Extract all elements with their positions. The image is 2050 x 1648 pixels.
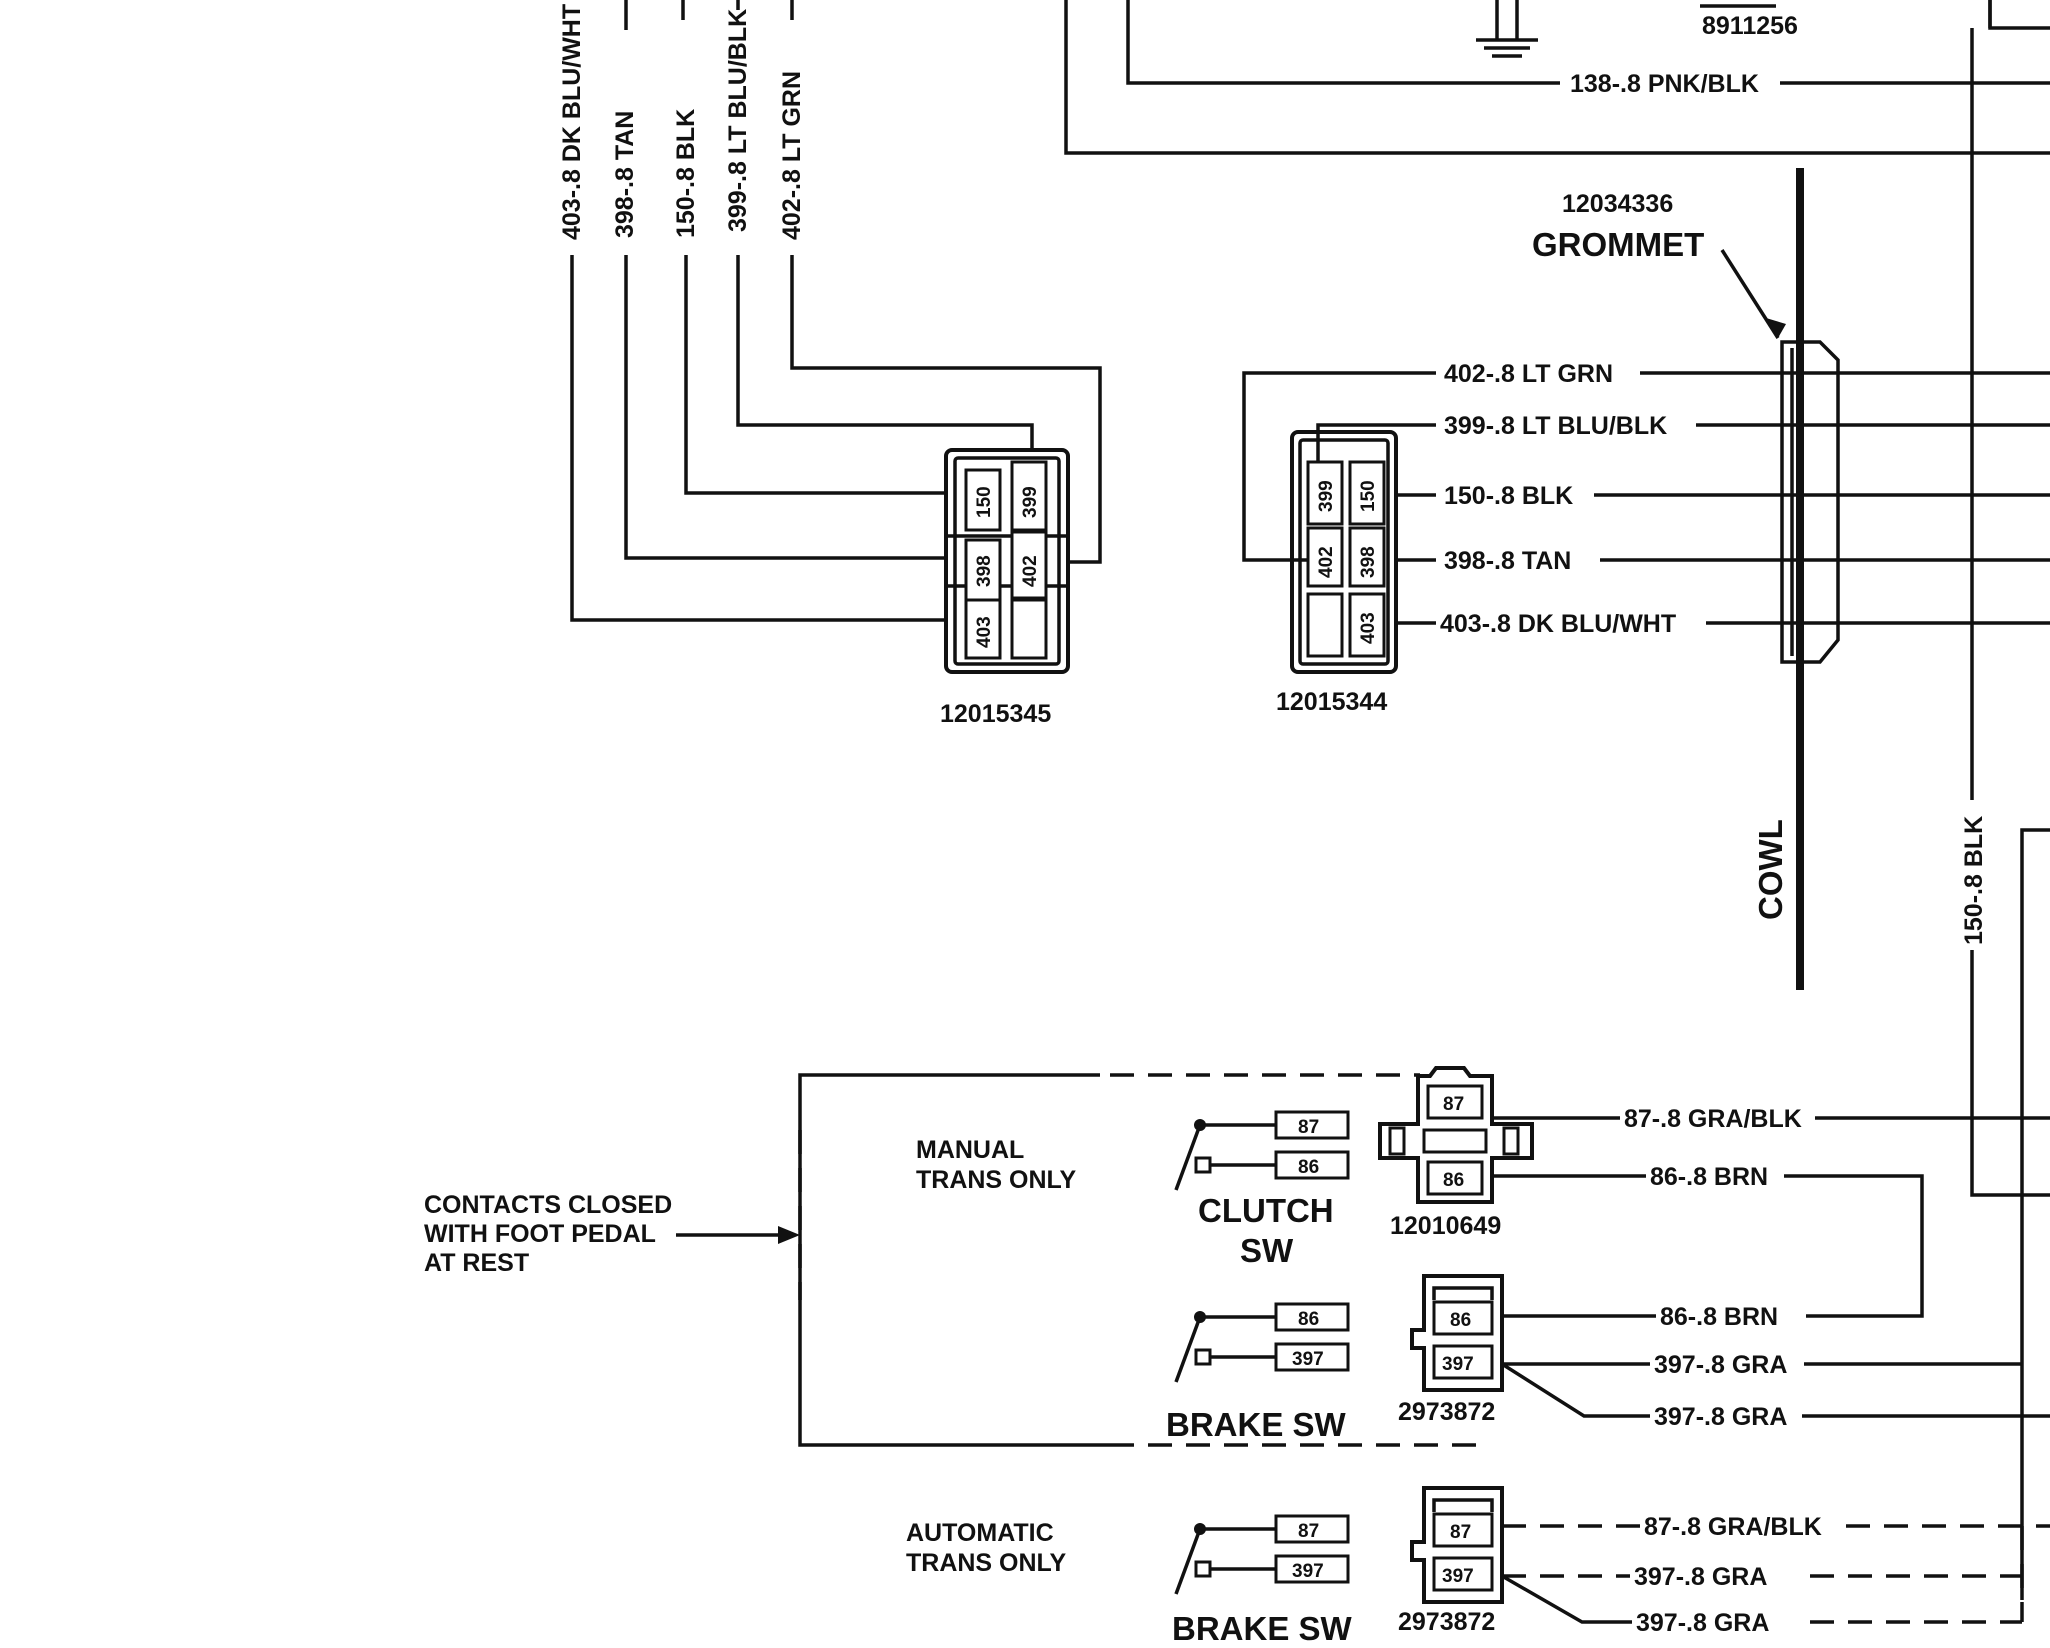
automatic-trans-label-line2: TRANS ONLY: [906, 1549, 1067, 1577]
brake-switch-manual: 86 397: [1174, 1302, 1350, 1383]
manual-trans-label-line2: TRANS ONLY: [916, 1166, 1077, 1194]
contacts-label-line3: AT REST: [424, 1249, 529, 1277]
wire-label-403: 403-.8 DK BLU/WHT: [1440, 610, 1676, 638]
contacts-label-line1: CONTACTS CLOSED: [424, 1191, 672, 1219]
pin-label: 150: [1358, 480, 1379, 512]
pin-label: 397: [1292, 1349, 1324, 1370]
pin-label: 86: [1443, 1170, 1464, 1191]
wire-label-150-vertical: 150-.8 BLK: [672, 109, 700, 238]
arrow-icon: [1766, 318, 1786, 338]
pin-label: 87: [1450, 1522, 1471, 1543]
wire-label-397-brake-a: 397-.8 GRA: [1654, 1351, 1787, 1379]
wire-label-402: 402-.8 LT GRN: [1444, 360, 1613, 388]
right-vertical-wire: [1970, 28, 2050, 1600]
switch-enclosure: [798, 1073, 1490, 1447]
pin-label: 399: [1316, 480, 1337, 512]
top-vertical-wire-labels: 403-.8 DK BLU/WHT 398-.8 TAN 150-.8 BLK …: [558, 4, 806, 240]
pin-label: 87: [1298, 1521, 1319, 1542]
pin-label: 403: [1358, 612, 1379, 644]
cowl-label: COWL: [1752, 819, 1789, 920]
automatic-trans-label-line1: AUTOMATIC: [906, 1519, 1054, 1547]
connector-12010649: 87 86: [1378, 1066, 1534, 1204]
right-connector-wires: [1242, 371, 2050, 625]
pin-label: 398: [1358, 546, 1379, 578]
top-wire-stubs: [624, 0, 794, 30]
wire-label-397-auto-b: 397-.8 GRA: [1636, 1609, 1769, 1637]
wire-label-87-auto: 87-.8 GRA/BLK: [1644, 1513, 1822, 1541]
connector-2973872-manual: 86 397: [1410, 1274, 1504, 1392]
connector-2973872-auto: 87 397: [1410, 1486, 1504, 1604]
connector-12015345: 150 399 398 402 403: [944, 448, 1070, 674]
wire-label-150: 150-.8 BLK: [1444, 482, 1573, 510]
brake-sw-auto-label: BRAKE SW: [1172, 1610, 1353, 1647]
wire-label-86-clutch: 86-.8 BRN: [1650, 1163, 1768, 1191]
pin-label: 399: [1020, 486, 1041, 518]
wire-label-398-vertical: 398-.8 TAN: [611, 111, 639, 238]
wire-label-403-vertical: 403-.8 DK BLU/WHT: [558, 4, 586, 240]
wire-label-397-brake-b: 397-.8 GRA: [1654, 1403, 1787, 1431]
clutch-sw-label-line1: CLUTCH: [1198, 1192, 1334, 1229]
part-number-2973872-manual: 2973872: [1398, 1398, 1495, 1426]
pin-label: 398: [974, 555, 995, 587]
pin-label: 397: [1292, 1561, 1324, 1582]
part-number-12015344: 12015344: [1276, 688, 1387, 716]
wire-label-402-vertical: 402-.8 LT GRN: [778, 71, 806, 240]
pin-label: 403: [974, 616, 995, 648]
wire-label-86-brake: 86-.8 BRN: [1660, 1303, 1778, 1331]
pin-label: 397: [1442, 1566, 1474, 1587]
top-right-wires: [1064, 0, 2050, 155]
pin-label: 150: [974, 486, 995, 518]
left-connector-wires: [570, 255, 1102, 622]
pin-label: 397: [1442, 1354, 1474, 1375]
ground-symbol-icon: [1476, 0, 1538, 58]
wire-label-138: 138-.8 PNK/BLK: [1570, 70, 1759, 98]
clutch-switch: 87 86: [1174, 1110, 1350, 1191]
contacts-label-line2: WITH FOOT PEDAL: [424, 1220, 656, 1248]
part-number-12010649: 12010649: [1390, 1212, 1501, 1240]
pin-label: 402: [1316, 546, 1337, 578]
pin-label: 87: [1298, 1117, 1319, 1138]
part-number-8911256: 8911256: [1702, 12, 1798, 40]
pin-label: 87: [1443, 1094, 1464, 1115]
part-number-2973872-auto: 2973872: [1398, 1608, 1495, 1636]
part-number-grommet: 12034336: [1562, 190, 1673, 218]
clutch-sw-label-line2: SW: [1240, 1232, 1294, 1269]
grommet-label: GROMMET: [1532, 226, 1704, 263]
connector-12015344: 399 150 402 398 403: [1290, 430, 1398, 674]
wire-label-397-auto-a: 397-.8 GRA: [1634, 1563, 1767, 1591]
wire-label-87-clutch: 87-.8 GRA/BLK: [1624, 1105, 1802, 1133]
wire-label-399: 399-.8 LT BLU/BLK: [1444, 412, 1667, 440]
brake-sw-manual-label: BRAKE SW: [1166, 1406, 1347, 1443]
wire-label-398: 398-.8 TAN: [1444, 547, 1571, 575]
part-number-12015345: 12015345: [940, 700, 1051, 728]
pin-label: 86: [1298, 1309, 1319, 1330]
pin-label: 402: [1020, 555, 1041, 587]
wire-label-150-vertical-right: 150-.8 BLK: [1960, 816, 1988, 945]
arrow-icon: [778, 1226, 800, 1244]
pin-label: 86: [1450, 1310, 1471, 1331]
manual-trans-label-line1: MANUAL: [916, 1136, 1024, 1164]
brake-switch-auto: 87 397: [1174, 1514, 1350, 1595]
wire-label-399-vertical: 399-.8 LT BLU/BLK: [724, 9, 752, 232]
pin-label: 86: [1298, 1157, 1319, 1178]
cowl-panel: [1780, 168, 1840, 990]
